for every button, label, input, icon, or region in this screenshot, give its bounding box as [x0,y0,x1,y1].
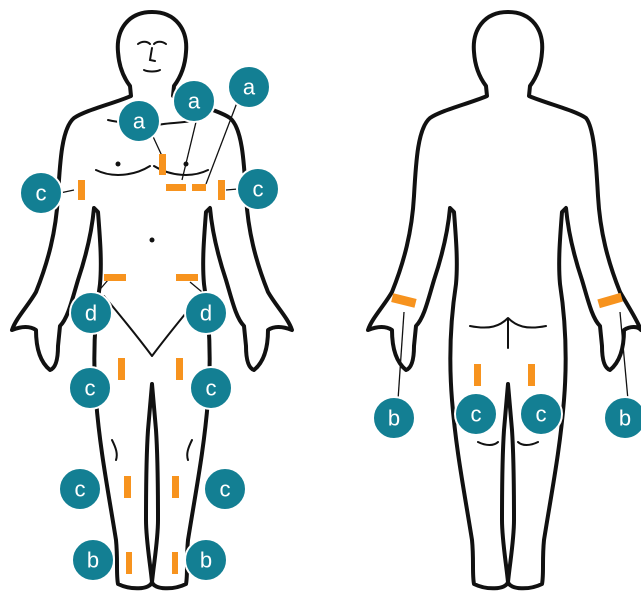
marker-letter: a [243,75,256,100]
marker-a-sternum-2: a [228,66,270,108]
marker-b-left-wrist: b [604,397,641,439]
marker-a-upper-chest: a [118,100,160,142]
marker-letter: d [200,301,212,326]
marker-letter: c [471,402,482,427]
marker-c-left-upper-arm: c [237,168,279,210]
marker-c-left-shin: c [204,468,246,510]
marker-d-right-abdomen: d [70,292,112,334]
marker-d-left-abdomen: d [185,292,227,334]
marker-c-left-thigh: c [190,367,232,409]
marker-b-right-wrist: b [373,397,415,439]
marker-c-right-shin: c [59,468,101,510]
electrode-c-right-back-thigh [474,364,481,386]
electrode-a-sternum [166,184,186,191]
marker-letter: c [206,376,217,401]
marker-letter: b [619,406,631,431]
electrode-c-right-upper-arm [78,180,85,200]
marker-letter: b [200,548,212,573]
front-nipple-right [116,162,121,167]
marker-letter: c [536,402,547,427]
marker-letter: c [85,376,96,401]
marker-c-left-back-thigh: c [520,393,562,435]
electrode-c-left-shin [172,476,179,498]
electrode-b-right-ankle [126,552,132,574]
electrode-c-left-back-thigh [528,364,535,386]
marker-a-sternum: a [173,80,215,122]
marker-letter: c [220,477,231,502]
marker-c-right-thigh: c [69,367,111,409]
electrode-d-right-abdomen [104,274,126,281]
marker-b-right-ankle: b [72,539,114,581]
marker-letter: b [87,548,99,573]
electrode-a-sternum-2 [192,184,206,191]
electrode-d-left-abdomen [176,274,198,281]
marker-b-left-ankle: b [185,539,227,581]
electrode-c-left-thigh [176,358,183,380]
marker-letter: d [85,301,97,326]
marker-letter: b [388,406,400,431]
marker-c-right-back-thigh: c [455,393,497,435]
marker-c-right-upper-arm: c [20,172,62,214]
marker-letter: a [188,89,201,114]
electrode-b-left-ankle [172,552,178,574]
electrode-a-upper-chest [159,154,166,175]
electrode-c-right-shin [124,476,131,498]
marker-letter: c [36,181,47,206]
marker-letter: c [75,477,86,502]
marker-letter: a [133,109,146,134]
electrode-c-left-upper-arm [218,180,225,200]
electrode-c-right-thigh [118,358,125,380]
marker-letter: c [253,177,264,202]
front-navel [150,238,155,243]
